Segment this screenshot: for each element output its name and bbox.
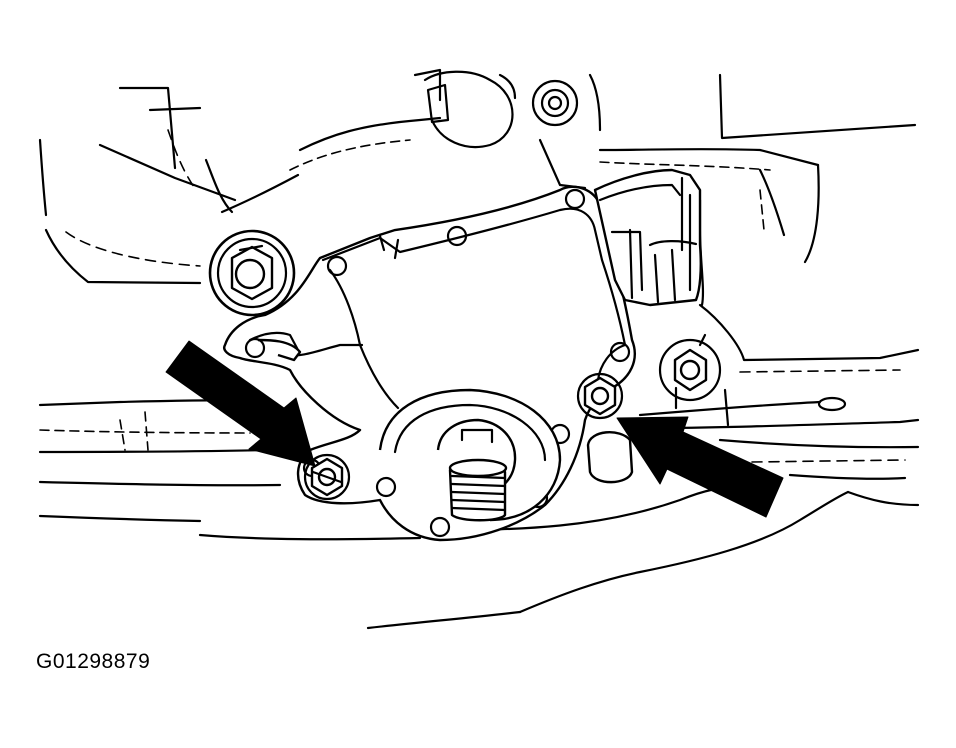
pointer-arrow-right bbox=[616, 416, 784, 518]
case-slot bbox=[586, 431, 634, 484]
pointer-arrow-left bbox=[165, 340, 316, 467]
sensor-housing bbox=[223, 185, 636, 542]
left-mounting-nut bbox=[303, 453, 351, 501]
selector-shaft bbox=[378, 388, 562, 522]
upper-fittings bbox=[423, 70, 579, 149]
figure-id-label: G01298879 bbox=[36, 650, 151, 673]
hole bbox=[326, 255, 348, 277]
electrical-connector bbox=[593, 168, 702, 307]
upper-left-bolt bbox=[208, 229, 296, 317]
right-mounting-nut bbox=[576, 372, 624, 420]
right-case-bolt bbox=[658, 338, 722, 402]
